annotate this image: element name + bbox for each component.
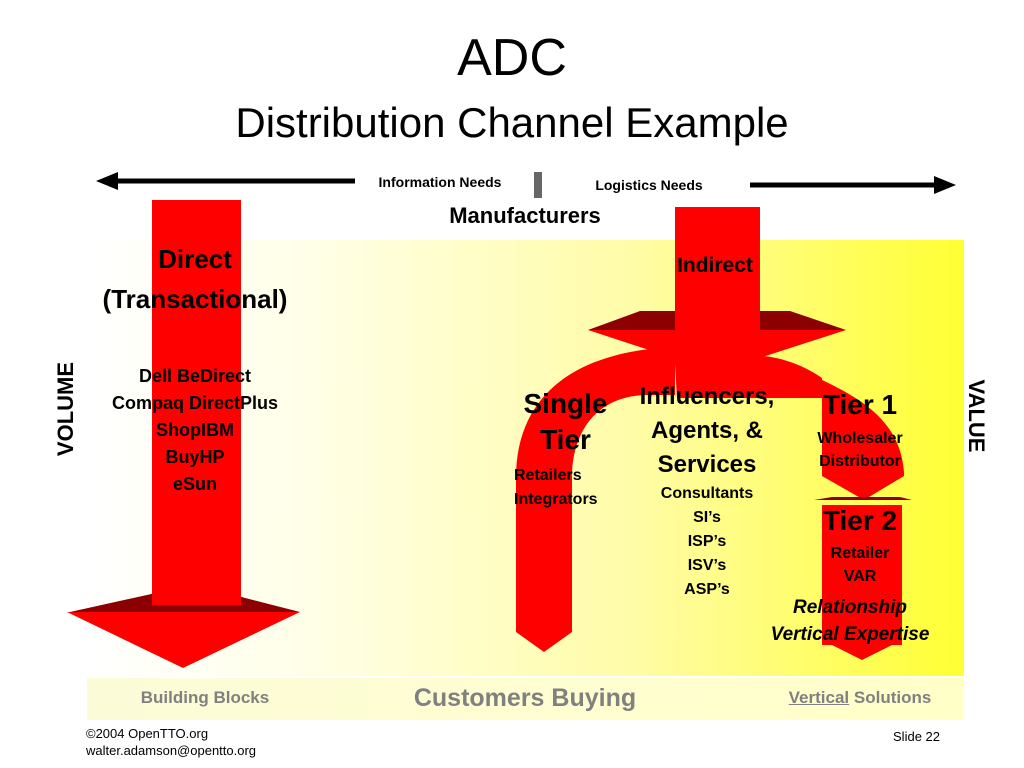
footer-left: ©2004 OpenTTO.org walter.adamson@opentto… [86,725,256,759]
direct-example: Compaq DirectPlus [111,393,279,413]
vertical-word: Vertical [788,688,850,707]
tier-arrow [814,378,912,660]
direct-example: BuyHP [165,447,225,467]
slide-title: ADC [457,29,567,87]
information-needs-label: Information Needs [378,174,502,190]
influencers-heading: Influencers, Agents, & Services [622,380,792,482]
building-blocks-label: Building Blocks [140,688,270,707]
relationship-line: Vertical Expertise [770,624,930,645]
manufacturers-label: Manufacturers [449,203,601,228]
needs-arrow [96,172,956,198]
single-tier-line: Tier [540,424,591,455]
direct-subheading: (Transactional) [102,284,288,314]
influencers-item: ISP’s [687,533,727,550]
solutions-word: Solutions [853,688,932,707]
relationship-line: Relationship [792,597,907,618]
footer-email: walter.adamson@opentto.org [86,743,257,758]
influencers-item: ASP’s [684,581,730,598]
indirect-arrow [588,207,846,398]
influencers-line: Services [657,451,757,478]
tier1-items: Wholesaler Distributor [790,427,930,473]
influencers-item: SI’s [693,509,721,526]
vertical-solutions-label: Vertical Solutions [760,688,960,708]
direct-example: ShopIBM [156,420,234,440]
tier1-item: Wholesaler [817,430,903,447]
single-tier-item: Retailers [514,467,582,484]
influencers-items: Consultants SI’s ISP’s ISV’s ASP’s [622,482,792,602]
direct-example: eSun [172,474,217,494]
single-tier-arrow [516,348,675,652]
tier2-heading: Tier 2 [822,505,898,536]
direct-heading: Direct [158,244,232,274]
single-tier-heading: Single Tier [508,386,623,458]
footer-copyright: ©2004 OpenTTO.org [86,726,209,741]
single-tier-items: Retailers Integrators [514,464,598,512]
logistics-needs-label: Logistics Needs [595,177,703,193]
direct-examples: Dell BeDirect Compaq DirectPlus ShopIBM … [65,363,325,498]
divider-bar [534,172,542,198]
tier2-items: Retailer VAR [790,542,930,588]
single-tier-item: Integrators [514,491,598,508]
slide-number: Slide 22 [893,729,940,744]
tier2-item: Retailer [830,545,890,562]
influencers-item: ISV’s [687,557,727,574]
indirect-label: Indirect [677,254,753,277]
influencers-line: Influencers, [639,383,775,410]
tier1-item: Distributor [819,453,901,470]
single-tier-line: Single [523,388,608,419]
customers-buying-label: Customers Buying [413,684,637,712]
direct-arrow [67,200,300,668]
customers-buying-band [87,678,964,720]
tier2-item: VAR [843,568,877,585]
value-label: VALUE [964,379,989,453]
tier1-heading: Tier 1 [822,389,898,420]
influencers-line: Agents, & [650,417,763,444]
direct-example: Dell BeDirect [138,366,252,386]
slide-subtitle: Distribution Channel Example [235,99,789,146]
influencers-item: Consultants [660,485,754,502]
relationship-text: Relationship Vertical Expertise [740,594,960,648]
